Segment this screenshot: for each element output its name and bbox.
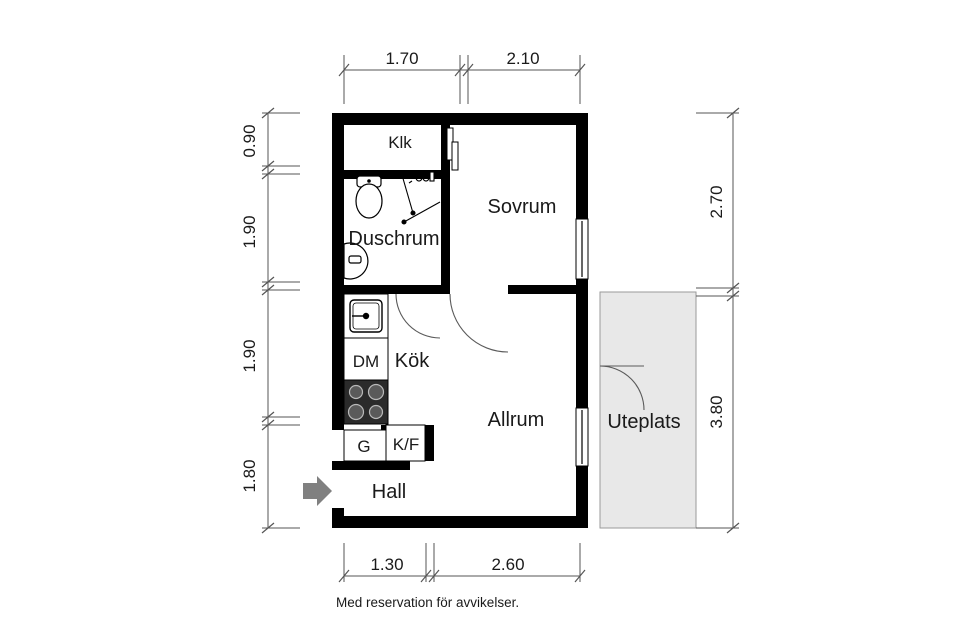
wall-bottom	[332, 516, 588, 528]
burner-2	[367, 383, 385, 401]
door-klk-leaf-b	[451, 141, 459, 171]
dimension-chain-bottom	[338, 543, 586, 583]
toilet-flush	[367, 179, 371, 183]
dim-label-left-1: 1.90	[240, 215, 259, 248]
cabinet-g	[343, 429, 387, 462]
dim-label-right-1: 3.80	[707, 395, 726, 428]
dimension-chain-top	[338, 55, 586, 104]
kitchen-sink-drain	[362, 312, 370, 320]
room-label-dm: DM	[353, 352, 379, 371]
dim-tick-bot-3	[428, 569, 440, 583]
wall-klk-stub	[441, 113, 450, 125]
room-label-uteplats: Uteplats	[607, 411, 680, 433]
dim-tick-top-1	[338, 63, 350, 77]
wall-kok-bottom	[332, 461, 410, 470]
dim-tick-right-3	[726, 290, 740, 302]
dim-label-left-2: 1.90	[240, 339, 259, 372]
uteplats-area	[599, 291, 697, 529]
wall-right-3	[576, 466, 588, 528]
dim-tick-left-5	[261, 284, 275, 296]
leader-dot-2	[401, 219, 407, 225]
dim-tick-left-6	[261, 411, 275, 423]
dimension-chain-right	[696, 107, 740, 534]
windows	[575, 218, 589, 467]
shower-spray	[408, 170, 413, 184]
uteplats-fill	[599, 291, 697, 529]
dim-tick-top-3	[462, 63, 474, 77]
leader-dot-1	[410, 210, 416, 216]
dim-tick-right-1	[726, 107, 740, 119]
door-klk	[446, 127, 459, 171]
dim-tick-left-4	[261, 276, 275, 288]
dim-label-bottom-0: 1.30	[370, 555, 403, 574]
shower-leader-lines	[401, 174, 441, 225]
dim-tick-left-2	[261, 160, 275, 172]
burner-3	[347, 403, 365, 421]
dim-tick-bot-4	[574, 569, 586, 583]
dimension-chain-left	[261, 107, 300, 534]
kitchen-fixtures	[343, 293, 426, 462]
dim-tick-top-2	[454, 63, 466, 77]
dim-tick-right-4	[726, 522, 740, 534]
wall-kf-right	[425, 425, 434, 461]
dim-tick-left-3	[261, 168, 275, 180]
shower-valve	[429, 171, 435, 182]
door-swings	[395, 293, 645, 411]
bathroom-fixtures	[343, 170, 441, 280]
dim-tick-left-1	[261, 107, 275, 119]
dim-label-top-1: 2.10	[506, 49, 539, 68]
fridge-freezer-kf	[385, 424, 426, 462]
shower-icon	[408, 170, 435, 184]
dim-label-top-0: 1.70	[385, 49, 418, 68]
room-label-sovrum: Sovrum	[488, 196, 557, 218]
leader-line-2	[403, 201, 441, 223]
wall-duschrum-right	[441, 125, 450, 285]
dishwasher-cell	[343, 337, 389, 381]
leader-line-1	[401, 174, 414, 214]
toilet-icon	[355, 175, 383, 219]
dim-tick-bot-1	[338, 569, 350, 583]
entrance-arrow-shape	[303, 476, 332, 506]
entrance-arrow-icon	[303, 476, 332, 506]
wall-klk-bottom	[344, 170, 450, 179]
wall-top	[332, 113, 588, 125]
room-label-allrum: Allrum	[488, 409, 545, 431]
wall-sovrum-bottom	[508, 285, 588, 294]
wall-duschrum-bottom	[332, 285, 450, 294]
room-label-kok: Kök	[395, 350, 430, 372]
sink-faucet	[348, 255, 362, 264]
dim-label-left-0: 0.90	[240, 124, 259, 157]
dim-tick-top-4	[574, 63, 586, 77]
wall-left-upper	[332, 113, 344, 430]
wall-right-2	[576, 279, 588, 409]
door-swing-uteplats	[599, 365, 645, 411]
room-label-hall: Hall	[372, 481, 406, 503]
dim-tick-right-2	[726, 282, 740, 294]
burner-1	[348, 384, 364, 400]
dim-label-right-0: 2.70	[707, 185, 726, 218]
room-label-duschrum: Duschrum	[348, 228, 439, 250]
dim-tick-bot-2	[420, 569, 432, 583]
sink-icon	[343, 242, 369, 280]
toilet-bowl	[355, 183, 383, 219]
plan-caption: Med reservation för avvikelser.	[336, 595, 519, 610]
dim-tick-left-8	[261, 522, 275, 534]
room-label-kf: K/F	[393, 435, 419, 454]
outer-walls	[332, 113, 588, 528]
burner-4	[368, 404, 384, 420]
door-swing-sovrum	[449, 293, 509, 353]
room-label-g: G	[357, 437, 370, 456]
dim-tick-left-7	[261, 419, 275, 431]
dim-label-left-3: 1.80	[240, 459, 259, 492]
door-swing-duschrum	[395, 293, 441, 339]
room-label-klk: Klk	[388, 133, 412, 152]
dim-label-bottom-1: 2.60	[491, 555, 524, 574]
wall-right-1	[576, 113, 588, 219]
